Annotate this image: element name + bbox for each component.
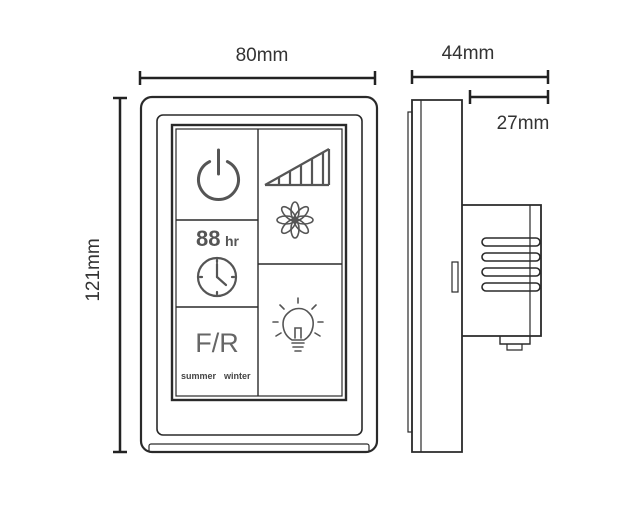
light-bulb-icon	[272, 297, 324, 352]
depth-body-dimension	[468, 90, 550, 104]
depth-total-dimension	[410, 70, 550, 84]
mode-label: F/R	[195, 328, 239, 358]
timer-digits: 88	[196, 226, 220, 251]
panel-inner-border	[175, 128, 343, 397]
width-dimension	[138, 71, 377, 85]
terminal-fins	[481, 237, 541, 292]
touch-panel	[170, 123, 348, 402]
height-label: 121mm	[83, 238, 104, 301]
height-dimension	[113, 96, 127, 454]
panel-grid	[176, 129, 342, 396]
width-label: 80mm	[236, 45, 289, 66]
timer-unit: hr	[225, 233, 240, 249]
inner-frame	[156, 114, 363, 436]
season-summer-label: summer	[181, 371, 217, 381]
clock-icon	[196, 256, 238, 298]
fan-speed-bars-icon	[264, 148, 331, 187]
front-view	[139, 95, 379, 454]
depth-body-label: 27mm	[497, 113, 550, 134]
fan-icon	[276, 201, 314, 239]
front-bottom-ledge	[148, 443, 370, 453]
side-back-box	[462, 204, 542, 337]
depth-total-label: 44mm	[442, 43, 495, 64]
power-icon	[197, 148, 240, 201]
timer-display: 88 hr	[196, 226, 240, 251]
side-front-plate	[411, 99, 463, 453]
side-view	[407, 99, 542, 453]
season-winter-label: winter	[223, 371, 251, 381]
